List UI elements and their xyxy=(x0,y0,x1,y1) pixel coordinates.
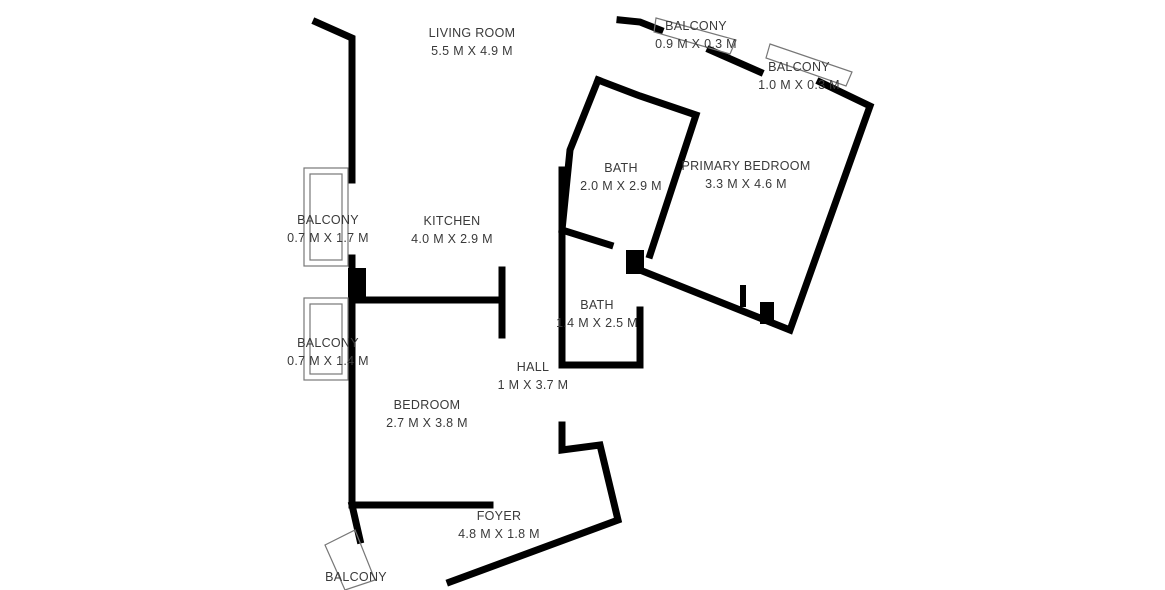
room-size: 1.4 M X 2.5 M xyxy=(556,316,638,330)
room-balcony-left-2: BALCONY 0.7 M X 1.4 M xyxy=(287,334,369,370)
balcony-outlines xyxy=(303,17,853,590)
room-size: 1 M X 3.7 M xyxy=(497,378,569,392)
room-name: HALL xyxy=(516,360,550,374)
room-kitchen: KITCHEN 4.0 M X 2.9 M xyxy=(411,212,493,248)
room-size: 2.0 M X 2.9 M xyxy=(580,179,662,193)
room-size: 0.7 M X 1.7 M xyxy=(287,231,369,245)
room-bedroom: BEDROOM 2.7 M X 3.8 M xyxy=(386,396,468,432)
room-name: BALCONY xyxy=(297,213,359,227)
room-size: 2.7 M X 3.8 M xyxy=(386,416,468,430)
room-size: 0.7 M X 1.4 M xyxy=(287,354,369,368)
room-bath-2: BATH 1.4 M X 2.5 M xyxy=(556,296,638,332)
room-size: 0.9 M X 0.3 M xyxy=(655,37,737,51)
room-name: BEDROOM xyxy=(393,398,461,412)
room-foyer: FOYER 4.8 M X 1.8 M xyxy=(458,507,540,543)
room-size: 3.3 M X 4.6 M xyxy=(705,177,787,191)
room-balcony-bottom: BALCONY xyxy=(325,568,387,586)
room-hall: HALL 1 M X 3.7 M xyxy=(498,358,569,394)
room-size: 4.8 M X 1.8 M xyxy=(458,527,540,541)
room-primary-bedroom: PRIMARY BEDROOM 3.3 M X 4.6 M xyxy=(681,157,810,193)
room-name: BATH xyxy=(580,298,614,312)
room-size: 1.0 M X 0.3 M xyxy=(758,78,840,92)
room-size: 5.5 M X 4.9 M xyxy=(431,44,513,58)
room-bath-1: BATH 2.0 M X 2.9 M xyxy=(580,159,662,195)
room-balcony-left-1: BALCONY 0.7 M X 1.7 M xyxy=(287,211,369,247)
room-name: BALCONY xyxy=(297,336,359,350)
room-living-room: LIVING ROOM 5.5 M X 4.9 M xyxy=(429,24,516,60)
room-name: FOYER xyxy=(476,509,522,523)
room-name: BALCONY xyxy=(325,570,387,584)
room-name: BATH xyxy=(604,161,638,175)
room-balcony-top-1: BALCONY 0.9 M X 0.3 M xyxy=(655,17,737,53)
room-name: LIVING ROOM xyxy=(428,26,516,40)
room-name: BALCONY xyxy=(768,60,830,74)
room-size: 4.0 M X 2.9 M xyxy=(411,232,493,246)
room-name: KITCHEN xyxy=(423,214,481,228)
room-name: PRIMARY BEDROOM xyxy=(681,159,811,173)
room-name: BALCONY xyxy=(665,19,727,33)
wall-blocks xyxy=(348,250,774,324)
room-balcony-top-2: BALCONY 1.0 M X 0.3 M xyxy=(758,58,840,94)
